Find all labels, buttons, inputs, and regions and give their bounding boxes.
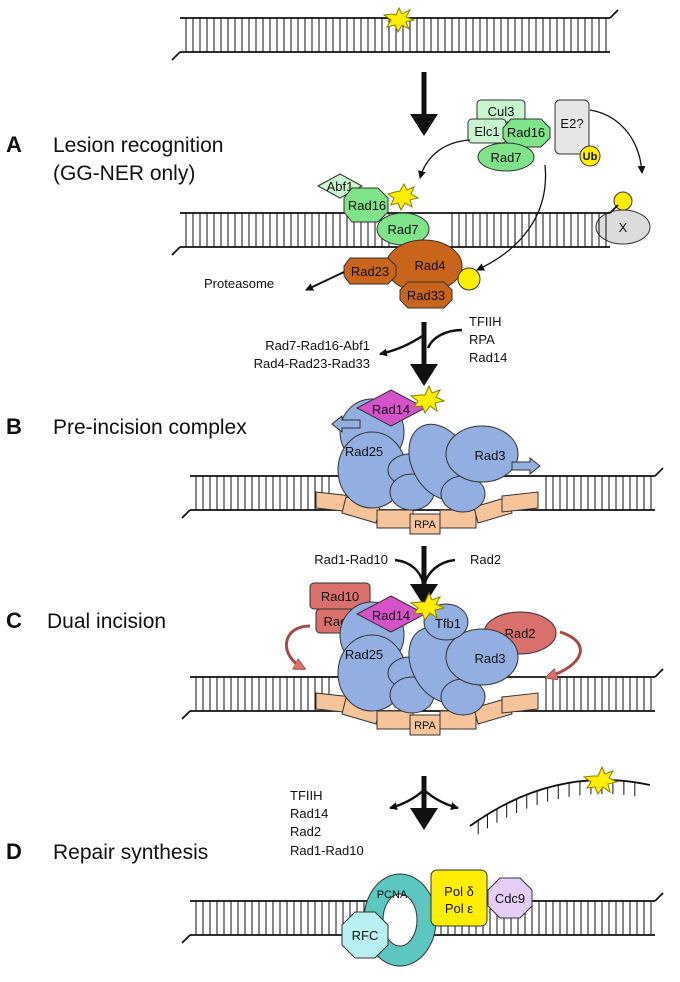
lesion-star-c-icon — [409, 591, 446, 622]
added-bc-right: Rad2 — [470, 552, 501, 567]
excised-oligonucleotide — [469, 765, 651, 835]
rad16-b-octagon — [343, 187, 389, 223]
rad14-c-label: Rad14 — [372, 608, 410, 623]
rad14-b-label: Rad14 — [372, 402, 410, 417]
transition-a-b — [379, 322, 463, 386]
rad7-label: Rad7 — [490, 150, 521, 165]
elc1-label: Elc1 — [474, 124, 499, 139]
rad16-b-label: Rad16 — [348, 198, 386, 213]
added-bc-left: Rad1-Rad10 — [314, 552, 388, 567]
section-b-letter: B — [6, 414, 22, 439]
tfiih-complex-b: Rad25 Rad3 Rad14 — [331, 384, 541, 513]
ubiquitin-circle — [457, 267, 481, 291]
released-cd-2: Rad14 — [290, 806, 328, 821]
rpa-c-label: RPA — [414, 720, 436, 732]
arrow-down-1 — [410, 72, 438, 136]
rad10-label: Rad10 — [321, 589, 359, 604]
added-ab-3: Rad14 — [469, 350, 507, 365]
rad2-incision-arrow — [548, 630, 582, 677]
repair-synthesis-machinery: PCNA RFC Pol δ Pol ε Cdc9 — [341, 869, 533, 967]
dna-duplex — [171, 204, 619, 256]
dna-initial — [171, 6, 619, 61]
section-d-title: Repair synthesis — [53, 841, 208, 864]
cul3-ligase-complex: Cul3 E2? Ub Elc1 Rad16 Rad7 — [467, 99, 601, 172]
rad33-label: Rad33 — [407, 288, 445, 303]
rad4-label: Rad4 — [414, 258, 445, 273]
ub-circle — [579, 145, 601, 167]
dna-section-a — [171, 204, 619, 256]
cdc9-octagon — [487, 877, 533, 919]
rad3-b-label: Rad3 — [474, 448, 505, 463]
lesion-star-d-icon — [582, 765, 619, 796]
transition-c-d — [389, 776, 459, 830]
rad33-octagon — [399, 281, 453, 309]
pcna-label: PCNA — [377, 889, 408, 901]
rad23-label: Rad23 — [351, 264, 389, 279]
rad23-octagon — [343, 257, 397, 285]
cdc9-label: Cdc9 — [495, 891, 525, 906]
e2-box — [554, 99, 590, 155]
pol-box — [430, 869, 488, 927]
rad25-b-label: Rad25 — [345, 444, 383, 459]
pol-epsilon-label: Pol ε — [445, 901, 473, 916]
arrow-right-icon — [511, 456, 541, 476]
lesion-star-a-icon — [386, 182, 420, 212]
lesion-star-b-icon — [409, 384, 446, 415]
arrow-to-x — [589, 109, 646, 174]
pol-delta-label: Pol δ — [444, 884, 474, 899]
added-ab-2: RPA — [469, 332, 495, 347]
rfc-label: RFC — [352, 928, 379, 943]
arrow-to-proteasome — [305, 271, 345, 291]
section-b-title: Pre-incision complex — [53, 416, 247, 439]
transition-b-c — [394, 546, 456, 606]
released-ab-1: Rad7-Rad16-Abf1 — [265, 338, 370, 353]
rad7-rad16-abf1-complex: Abf1 Rad16 Rad7 — [316, 173, 430, 246]
released-cd-4: Rad1-Rad10 — [290, 843, 364, 858]
rad25-c-label: Rad25 — [345, 647, 383, 662]
proteasome-label: Proteasome — [204, 276, 274, 291]
rad3-c-label: Rad3 — [474, 651, 505, 666]
rpa-b-label: RPA — [414, 519, 436, 531]
rad2-label: Rad2 — [504, 626, 535, 641]
released-cd-3: Rad2 — [290, 824, 321, 839]
section-a-title: Lesion recognition — [53, 134, 223, 157]
rad4-rad23-rad33-complex: Rad4 Rad23 Rad33 — [343, 239, 481, 309]
section-c-title: Dual incision — [47, 610, 166, 633]
substrate-x: X — [595, 191, 651, 245]
added-ab-1: TFIIH — [469, 314, 502, 329]
rad7-b-label: Rad7 — [387, 222, 418, 237]
rpa-c: RPA — [315, 692, 539, 736]
abf1-label: Abf1 — [327, 179, 354, 194]
rfc-octagon — [341, 911, 389, 959]
ub-label: Ub — [583, 151, 598, 163]
rpa-b: RPA — [315, 491, 539, 535]
arrow-to-dna-a — [418, 139, 471, 179]
section-d-letter: D — [6, 839, 22, 864]
x-label: X — [619, 220, 628, 235]
tfb1-label: Tfb1 — [435, 616, 461, 631]
released-cd-1: TFIIH — [290, 788, 323, 803]
rad7-ellipse — [477, 142, 535, 172]
section-a-subtitle: (GG-NER only) — [53, 162, 195, 185]
rad1-incision-arrow — [285, 624, 311, 668]
released-ab-2: Rad4-Rad23-Rad33 — [254, 356, 370, 371]
rad16-octagon — [502, 118, 551, 148]
dna-duplex — [171, 9, 619, 61]
rad16-label: Rad16 — [507, 125, 545, 140]
e2-label: E2? — [560, 116, 583, 131]
lesion-star-icon — [382, 6, 416, 34]
tfiih-complex-c: Rad25 Rad3 Tfb1 Rad14 — [337, 591, 519, 716]
arrow-left-icon — [331, 414, 361, 434]
section-c-letter: C — [6, 608, 22, 633]
section-a-letter: A — [6, 132, 22, 157]
cul3-label: Cul3 — [488, 104, 515, 119]
